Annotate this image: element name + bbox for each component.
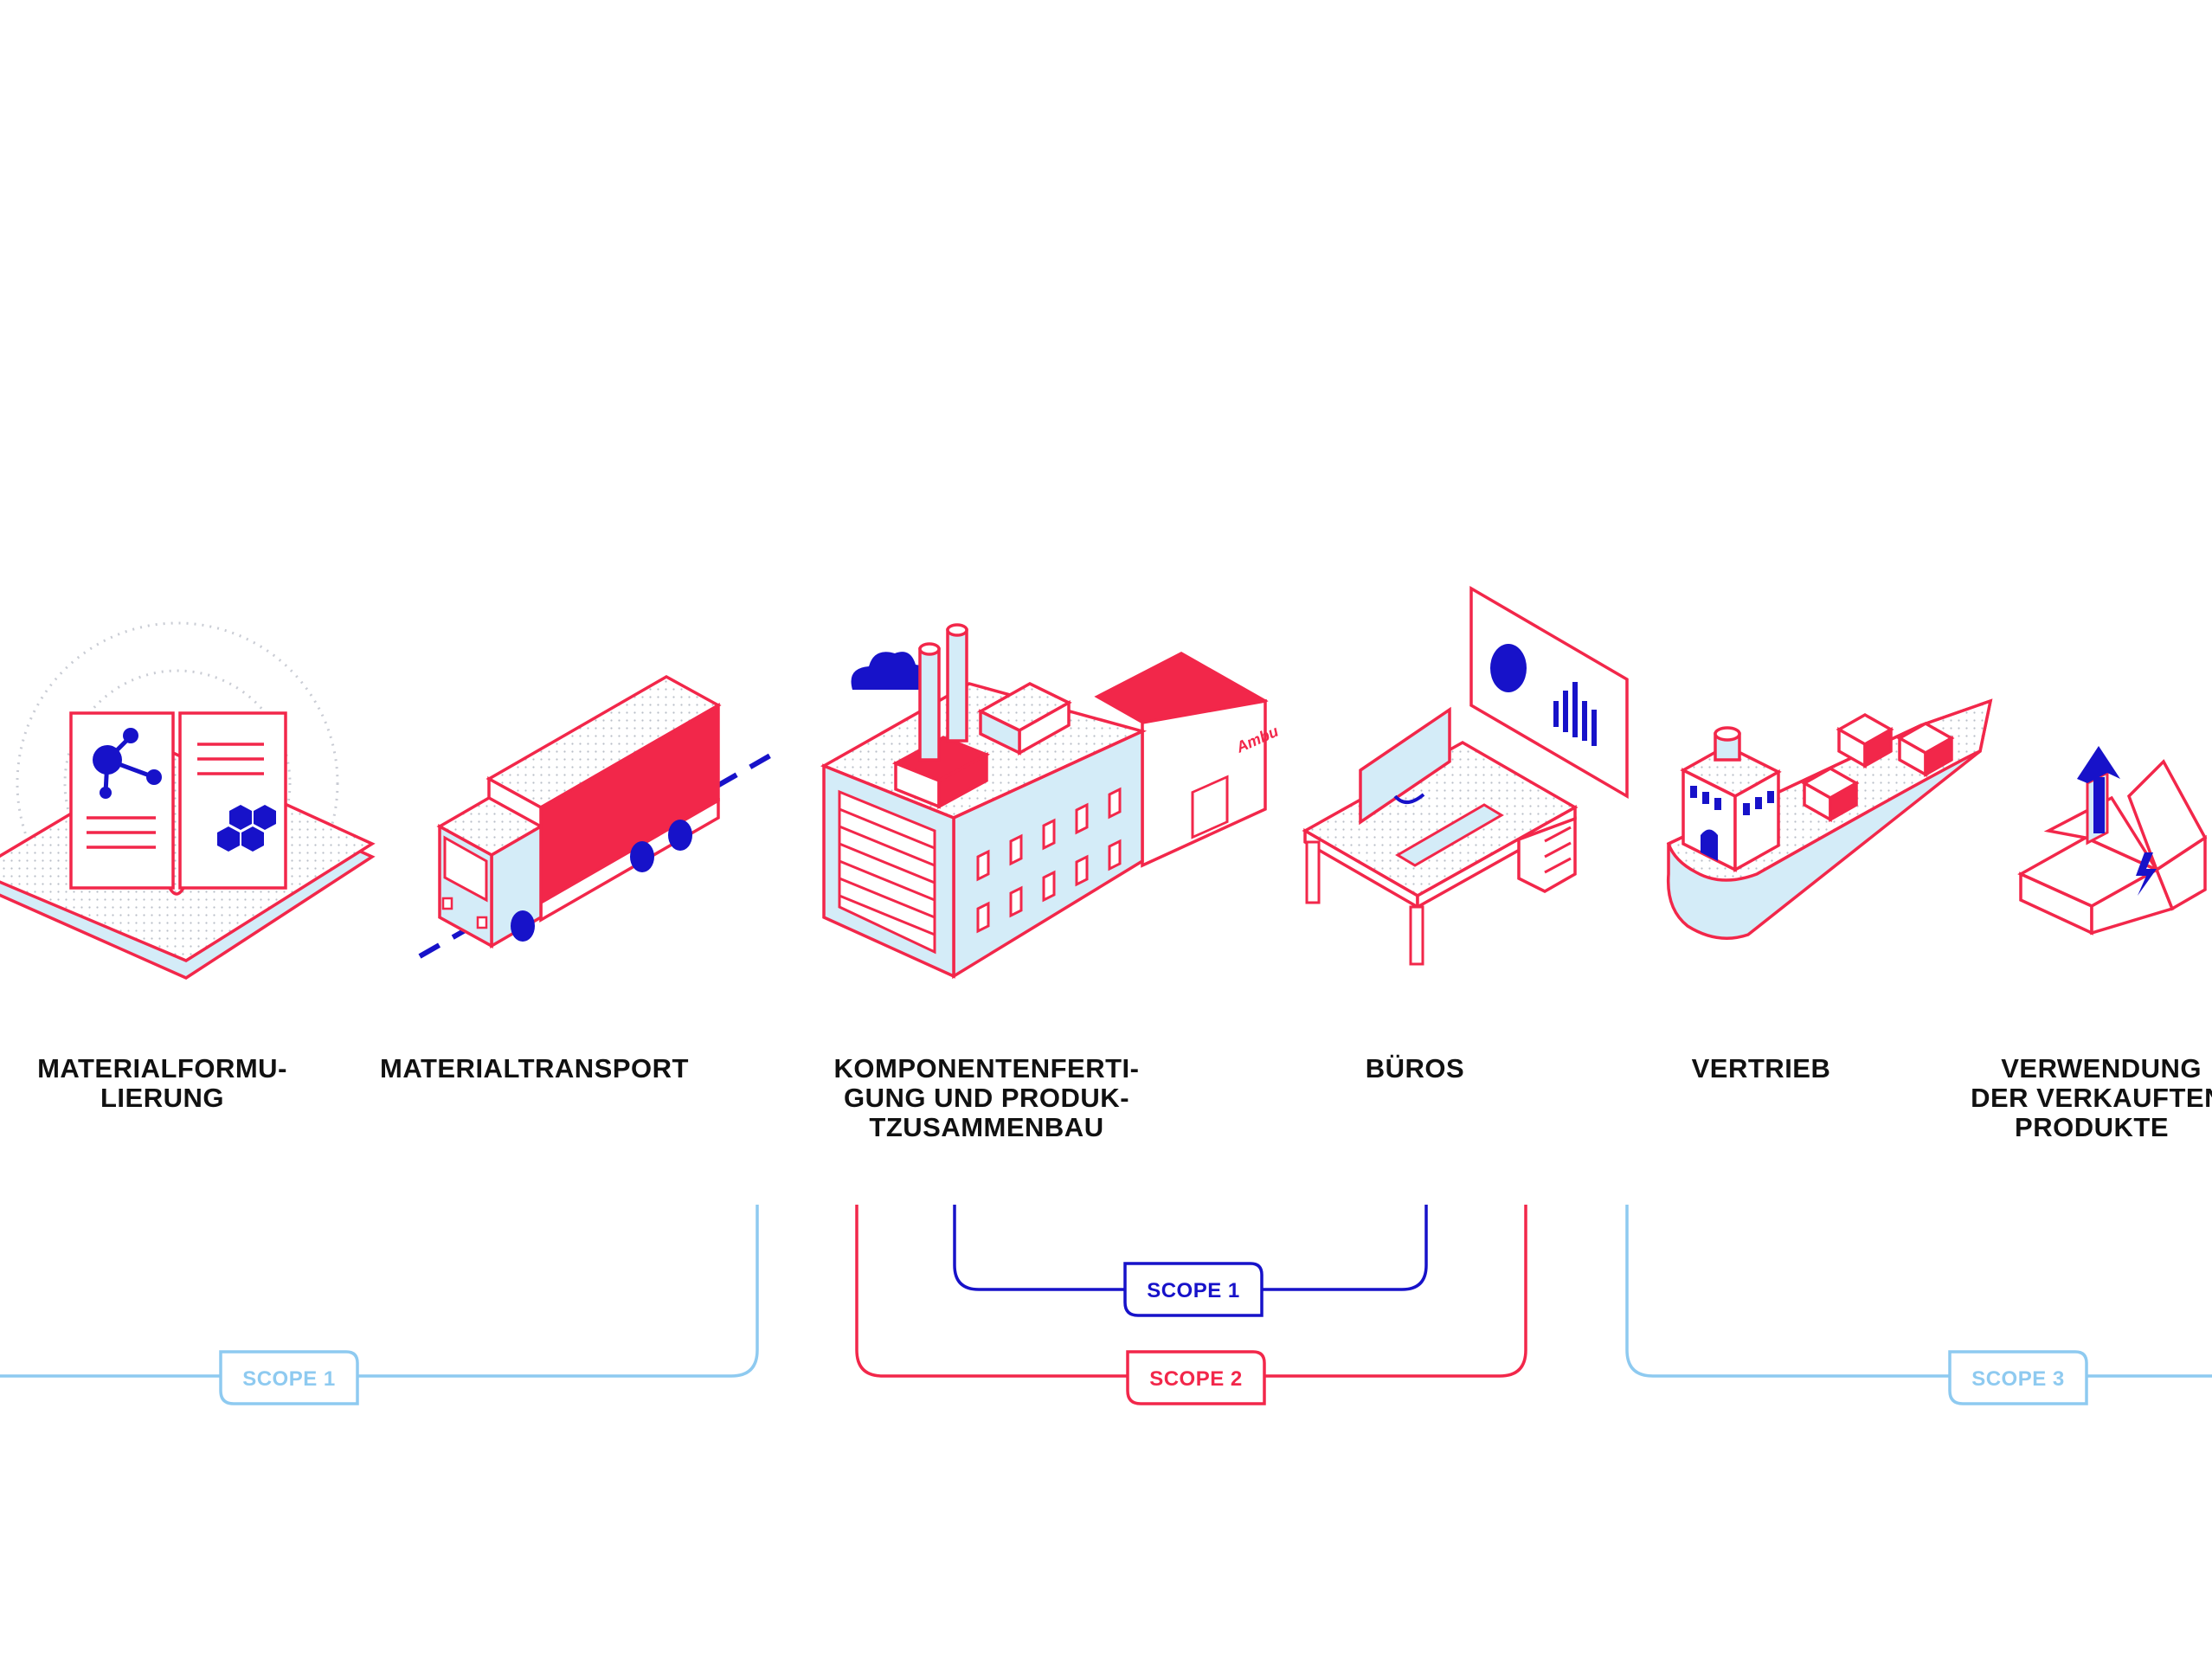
label-line: VERWENDUNG — [2001, 1054, 2202, 1083]
label-line: PRODUKTE — [2015, 1112, 2169, 1142]
stage-label-product-use: VERWENDUNG DER VERKAUFTEN PRODUKTE — [1970, 1054, 2212, 1142]
label-line: DER VERKAUFTEN — [1971, 1083, 2212, 1113]
scope-tag-upstream: SCOPE 1 — [219, 1350, 359, 1405]
scope-label: SCOPE 2 — [1149, 1367, 1243, 1391]
stage-label-material-transport: MATERIALTRANSPORT — [372, 1054, 697, 1083]
label-line: GUNG UND PRODUK- — [843, 1083, 1130, 1113]
office-desk-icon — [1302, 585, 1629, 966]
label-line: VERTRIEB — [1691, 1053, 1831, 1083]
stage-label-component-manufacturing: KOMPONENTENFERTI- GUNG UND PRODUK- TZUSA… — [809, 1054, 1164, 1142]
label-line: MATERIALTRANSPORT — [380, 1053, 689, 1083]
truck-icon — [418, 674, 772, 959]
book-molecule-icon — [0, 621, 376, 980]
label-line: MATERIALFORMU- — [37, 1053, 287, 1083]
stage-label-material-formulation: MATERIALFORMU- LIERUNG — [17, 1054, 307, 1113]
stage-label-distribution: VERTRIEB — [1675, 1054, 1848, 1083]
label-line: LIERUNG — [100, 1083, 224, 1113]
scope-label: SCOPE 1 — [242, 1367, 336, 1391]
box-energy-icon — [2017, 746, 2208, 936]
scope-label: SCOPE 1 — [1147, 1279, 1240, 1302]
label-line: TZUSAMMENBAU — [869, 1112, 1104, 1142]
scope-tag-downstream: SCOPE 3 — [1948, 1350, 2088, 1405]
label-line: BÜROS — [1365, 1053, 1465, 1083]
scope-tag-own-2: SCOPE 2 — [1126, 1350, 1266, 1405]
label-line: KOMPONENTENFERTI- — [833, 1053, 1140, 1083]
scope-tag-own-1: SCOPE 1 — [1123, 1262, 1264, 1317]
stage-label-offices: BÜROS — [1328, 1054, 1501, 1083]
cargo-ship-icon — [1666, 698, 1993, 940]
scope-label: SCOPE 3 — [1971, 1367, 2065, 1391]
factory-icon: Ambu — [820, 623, 1281, 980]
